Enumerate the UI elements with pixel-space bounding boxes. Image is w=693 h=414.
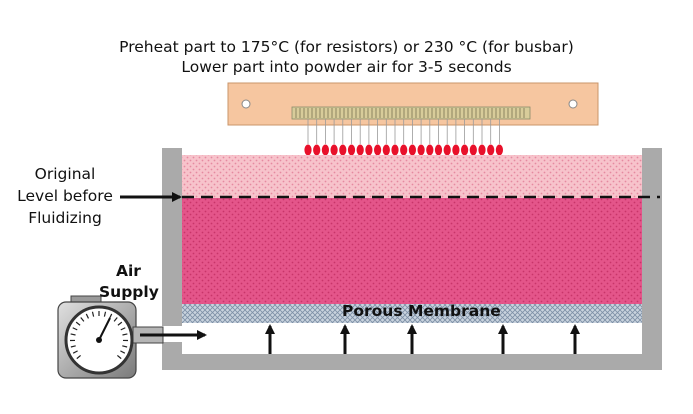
resistor	[365, 144, 373, 156]
resistor	[478, 144, 486, 156]
resistor-array	[304, 144, 503, 156]
powder-settled-layer	[182, 198, 642, 304]
resistor	[400, 144, 408, 156]
instruction-line-1: Preheat part to 175°C (for resistors) or…	[119, 38, 574, 56]
original-level-label-3: Fluidizing	[28, 209, 102, 227]
resistor	[313, 144, 321, 156]
resistor	[382, 144, 390, 156]
original-level-label-1: Original	[34, 165, 96, 183]
resistor	[434, 144, 443, 156]
original-level-label-2: Level before	[17, 187, 113, 205]
resistor	[408, 144, 416, 156]
tank-wall-right	[642, 148, 662, 370]
tank-bottom	[162, 354, 662, 370]
air-supply-label-1: Air	[116, 262, 141, 280]
resistor	[374, 144, 382, 156]
resistor	[443, 144, 451, 156]
powder-expanded-layer	[182, 155, 642, 198]
resistor	[452, 144, 460, 156]
resistor	[495, 144, 503, 156]
instruction-line-2: Lower part into powder air for 3-5 secon…	[181, 58, 512, 76]
pressure-gauge-icon	[57, 295, 164, 379]
porous-membrane-label: Porous Membrane	[342, 302, 501, 320]
resistor-leads	[307, 119, 500, 144]
resistor	[469, 144, 477, 156]
resistor	[426, 144, 434, 156]
plate-hole-left	[241, 99, 251, 109]
plate-hole-right	[568, 99, 578, 109]
busbar-ticks	[295, 108, 525, 118]
resistor	[461, 144, 469, 156]
air-supply-label-2: Supply	[99, 283, 159, 301]
resistor	[487, 144, 495, 156]
preheated-part	[227, 82, 599, 156]
air-flow-arrows	[265, 324, 580, 354]
tank-wall-left	[162, 148, 182, 370]
resistor	[321, 144, 329, 156]
porous-membrane	[182, 304, 642, 323]
resistor	[347, 144, 356, 156]
resistor	[391, 144, 399, 156]
resistor	[339, 144, 347, 156]
resistor	[417, 144, 425, 156]
resistor	[304, 144, 312, 156]
resistor	[356, 144, 364, 156]
resistor	[330, 144, 338, 156]
